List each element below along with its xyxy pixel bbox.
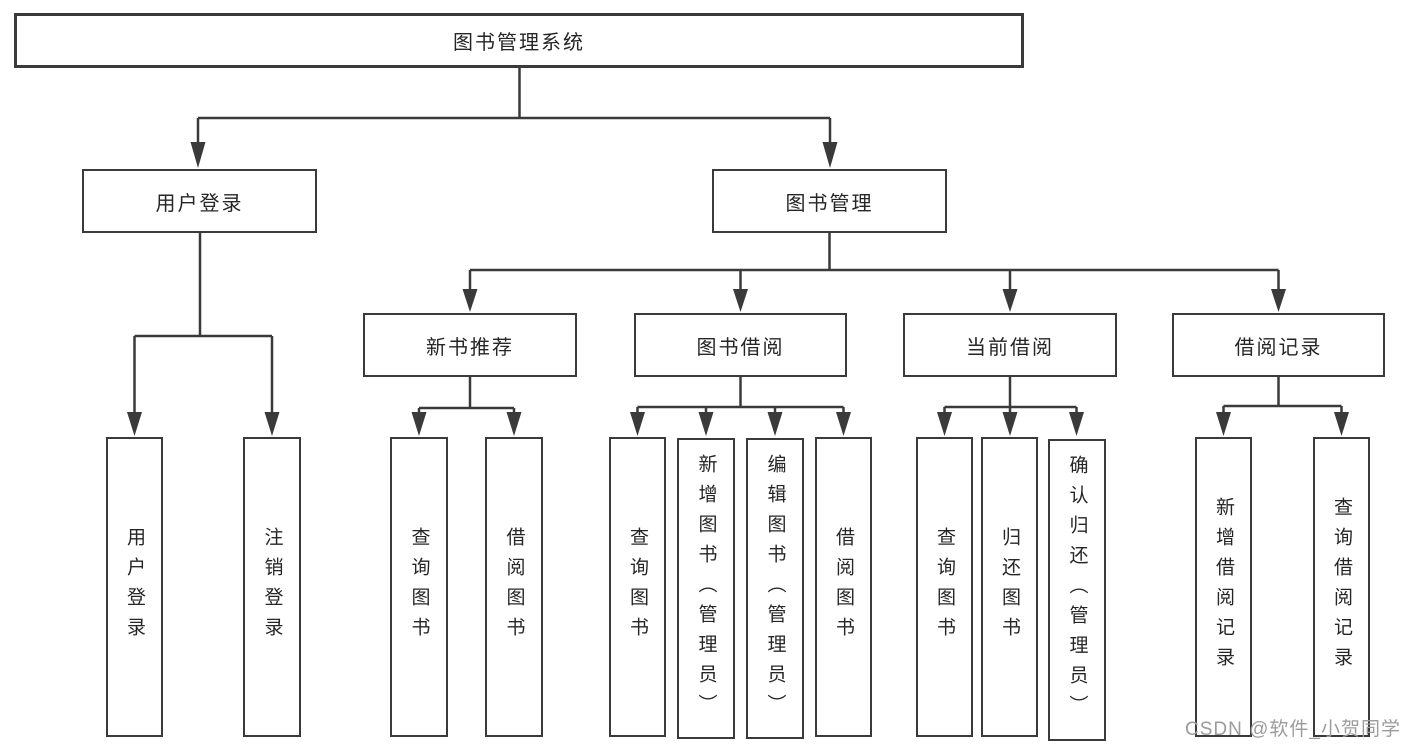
node-new-book-recommend-label: 新书推荐 [426, 336, 514, 359]
node-leaf-return-books-label: 归还图书 [999, 527, 1020, 647]
node-leaf-logout: 注销登录 [243, 437, 301, 737]
node-leaf-logout-label: 注销登录 [261, 527, 283, 647]
node-leaf-borrow-books-1: 借阅图书 [485, 437, 543, 737]
node-borrow-records-label: 借阅记录 [1234, 336, 1323, 359]
node-leaf-confirm-return-admin: 确认归还（管理员） [1048, 439, 1106, 741]
node-borrow-records: 借阅记录 [1172, 313, 1385, 377]
node-new-book-recommend: 新书推荐 [363, 313, 577, 377]
node-leaf-query-books-3: 查询图书 [916, 437, 973, 737]
node-book-borrow-label: 图书借阅 [696, 336, 785, 359]
node-current-borrow-label: 当前借阅 [966, 336, 1054, 359]
node-user-login-label: 用户登录 [155, 192, 244, 215]
node-book-borrow: 图书借阅 [634, 313, 847, 377]
node-user-login: 用户登录 [82, 169, 317, 233]
node-root-label: 图书管理系统 [453, 32, 585, 54]
node-leaf-query-books-1: 查询图书 [390, 437, 448, 737]
node-current-borrow: 当前借阅 [903, 313, 1117, 377]
node-leaf-return-books: 归还图书 [981, 437, 1038, 737]
node-leaf-add-books-admin: 新增图书（管理员） [677, 438, 735, 739]
node-leaf-query-borrow-record: 查询借阅记录 [1313, 437, 1370, 737]
node-leaf-borrow-books-2: 借阅图书 [815, 437, 872, 737]
node-leaf-borrow-books-1-label: 借阅图书 [503, 527, 525, 647]
node-leaf-add-books-admin-label: 新增图书（管理员） [695, 453, 717, 724]
node-leaf-add-borrow-record: 新增借阅记录 [1195, 437, 1252, 737]
watermark: CSDN @软件_小贺同学 [1185, 719, 1401, 740]
node-root-system: 图书管理系统 [14, 13, 1024, 68]
node-book-management: 图书管理 [712, 169, 947, 233]
node-leaf-user-login-label: 用户登录 [124, 527, 145, 647]
node-leaf-confirm-return-admin-label: 确认归还（管理员） [1066, 455, 1088, 725]
node-leaf-edit-books-admin-label: 编辑图书（管理员） [764, 453, 786, 724]
node-leaf-query-books-2: 查询图书 [609, 437, 666, 737]
node-book-management-label: 图书管理 [785, 192, 874, 215]
node-leaf-query-books-1-label: 查询图书 [408, 527, 430, 647]
node-leaf-query-borrow-record-label: 查询借阅记录 [1331, 497, 1352, 677]
node-leaf-borrow-books-2-label: 借阅图书 [833, 527, 854, 647]
node-leaf-user-login: 用户登录 [106, 437, 163, 737]
node-leaf-query-books-3-label: 查询图书 [934, 527, 955, 647]
node-leaf-query-books-2-label: 查询图书 [627, 527, 648, 647]
node-leaf-edit-books-admin: 编辑图书（管理员） [746, 438, 804, 739]
node-leaf-add-borrow-record-label: 新增借阅记录 [1213, 497, 1234, 677]
